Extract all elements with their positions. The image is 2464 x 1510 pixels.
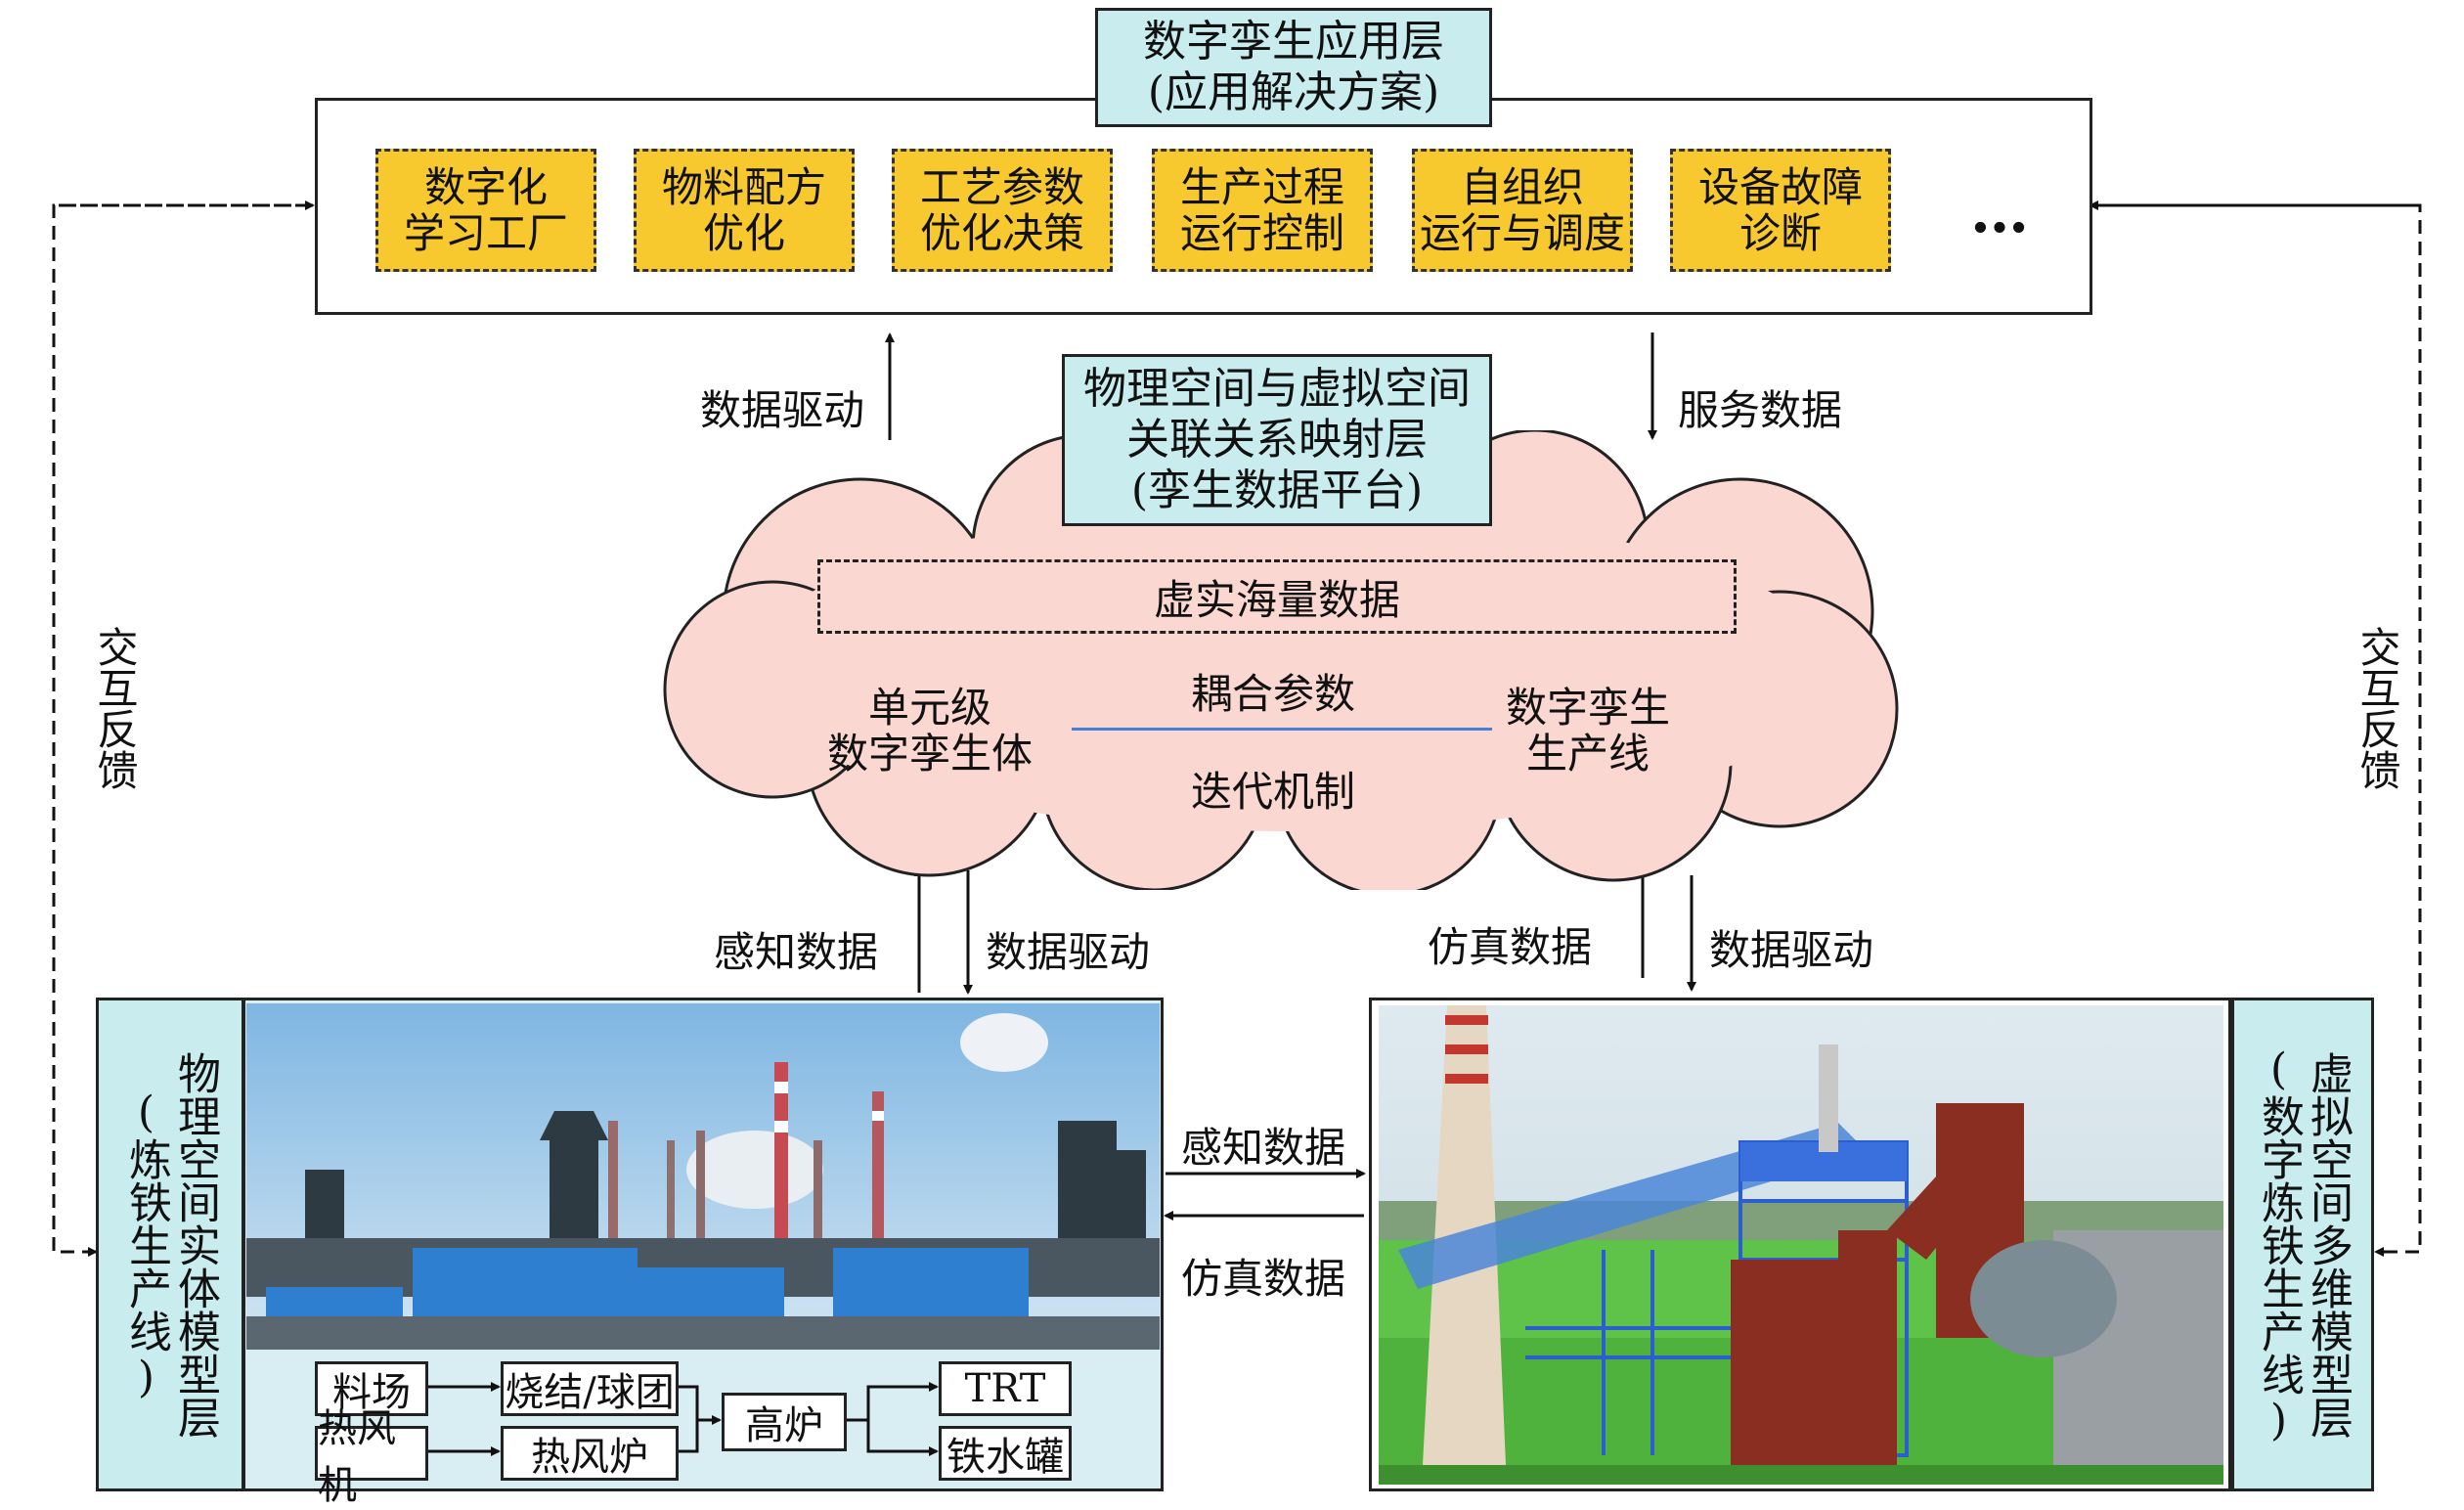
flow-trt: TRT: [939, 1361, 1072, 1416]
label-sensing-mid: 感知数据: [1181, 1124, 1346, 1172]
application-layer-title: 数字孪生应用层 (应用解决方案): [1095, 8, 1492, 127]
virtual-layer-label-main: 虚拟空间多维模型层: [2303, 1050, 2353, 1439]
physical-layer-label-main: 物理空间实体模型层: [170, 1050, 220, 1439]
unit-twin-label: 单元级 数字孪生体: [827, 684, 1034, 778]
label-simulation-right: 仿真数据: [1428, 923, 1593, 971]
label-service-data: 服务数据: [1678, 386, 1843, 434]
mapping-layer-title: 物理空间与虚拟空间 关联关系映射层 (孪生数据平台): [1062, 354, 1492, 526]
app-item-digital-factory: 数字化 学习工厂: [375, 149, 596, 272]
label-feedback-left: 交互反馈: [91, 626, 139, 790]
twin-link-line: [1072, 728, 1492, 731]
feedback-left-line: [52, 203, 313, 1257]
massive-data-label: 虚实海量数据: [1153, 575, 1400, 624]
flow-ladle: 铁水罐: [939, 1426, 1072, 1481]
label-driving-right: 数据驱动: [1709, 926, 1874, 974]
line-twin-label: 数字孪生 生产线: [1506, 684, 1671, 778]
flow-stockyard: 料场: [315, 1361, 428, 1416]
virtual-plant-image: [1379, 1005, 2223, 1485]
label-sensing-left: 感知数据: [714, 928, 879, 976]
flow-sinter: 烧结/球团: [501, 1361, 679, 1416]
label-driving-left: 数据驱动: [986, 928, 1151, 976]
app-item-fault-diagnosis: 设备故障 诊断: [1670, 149, 1891, 272]
label-feedback-right: 交互反馈: [2354, 626, 2401, 790]
app-item-process-params: 工艺参数 优化决策: [892, 149, 1113, 272]
physical-layer-label: (炼铁生产线) 物理空间实体模型层: [96, 998, 244, 1491]
label-simulation-mid: 仿真数据: [1181, 1255, 1346, 1303]
flow-arrows: [428, 1382, 939, 1456]
mapping-cloud: [663, 430, 1899, 890]
app-items-ellipsis: …: [1970, 178, 2029, 246]
flow-blast-furnace: 高炉: [722, 1393, 847, 1451]
coupling-label: 耦合参数: [1191, 670, 1356, 718]
feedback-right-line: [2090, 203, 2422, 1257]
iteration-label: 迭代机制: [1191, 768, 1356, 816]
physical-layer-label-sub: (炼铁生产线): [121, 1087, 171, 1402]
label-data-driven-up: 数据驱动: [700, 386, 865, 434]
massive-data-box: 虚实海量数据: [817, 559, 1737, 634]
app-item-material-recipe: 物料配方 优化: [634, 149, 855, 272]
flow-hot-stove-fan: 热风机: [315, 1406, 428, 1508]
flow-hot-stove: 热风炉: [501, 1426, 679, 1481]
app-item-production-control: 生产过程 运行控制: [1152, 149, 1373, 272]
steel-plant-image: [246, 1003, 1160, 1350]
virtual-layer-label: (数字炼铁生产线) 虚拟空间多维模型层: [2231, 998, 2374, 1491]
app-item-self-scheduling: 自组织 运行与调度: [1412, 149, 1633, 272]
virtual-layer-label-sub: (数字炼铁生产线): [2254, 1044, 2304, 1445]
